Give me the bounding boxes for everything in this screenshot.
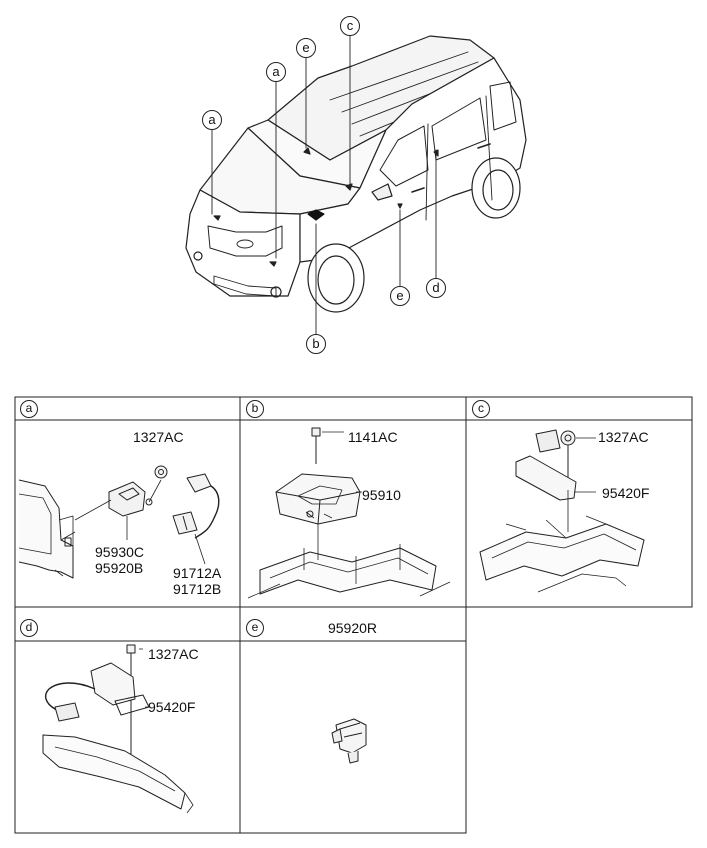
callout-d-pillar: d — [426, 278, 446, 298]
part-label-b-module: 95910 — [362, 487, 401, 503]
part-label-a-sensor-alt: 95920B — [95, 560, 144, 576]
part-label-d-bolt: 1327AC — [148, 646, 199, 662]
panel-d-drawing — [42, 644, 194, 814]
callout-e-side: e — [390, 286, 410, 306]
part-label-a-wire-alt: 91712B — [173, 581, 222, 597]
callout-a-front-right: a — [266, 62, 286, 82]
part-label-a-wire: 91712A — [173, 565, 222, 581]
callout-c-floor: c — [340, 16, 360, 36]
part-label-c-nut: 1327AC — [598, 429, 649, 445]
part-label-d-bracket: 95420F — [148, 699, 196, 715]
part-label-a-nut: 1327AC — [133, 429, 184, 445]
panel-d-tag: d — [20, 619, 38, 637]
callout-a-front-left: a — [202, 110, 222, 130]
panel-e-drawing — [331, 718, 367, 764]
part-label-b-bolt: 1141AC — [348, 429, 398, 445]
callout-e-cabin: e — [296, 38, 316, 58]
panel-a-tag: a — [20, 400, 38, 418]
panel-b-drawing — [247, 427, 451, 599]
panel-c-drawing — [479, 429, 645, 593]
vehicle-overview-drawing — [185, 33, 527, 337]
part-label-a-sensor: 95930C — [95, 544, 145, 560]
panel-e-title: 95920R — [327, 620, 378, 636]
part-label-c-bracket: 95420F — [602, 485, 650, 501]
panel-e-tag: e — [246, 619, 264, 637]
panel-c-tag: c — [472, 400, 490, 418]
callout-b-module: b — [306, 334, 326, 354]
panel-b-tag: b — [246, 400, 264, 418]
panel-a-drawing — [18, 465, 220, 579]
